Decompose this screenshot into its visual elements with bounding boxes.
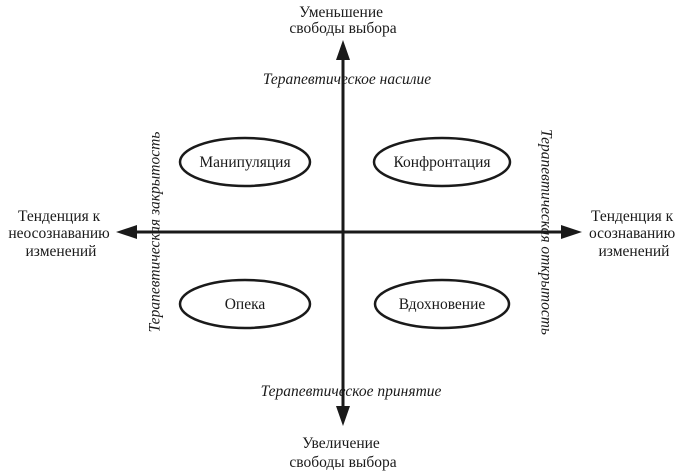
- left-axis-line-3: изменений: [26, 243, 97, 260]
- lower-dimension-label: Терапевтическое принятие: [261, 383, 442, 400]
- quadrant-top-left-ellipse: [178, 136, 312, 188]
- upper-dimension-label: Терапевтическое насилие: [263, 71, 431, 88]
- quadrant-bottom-right-label: Вдохновение: [399, 296, 486, 313]
- bottom-axis-line-2: свободы выбора: [289, 454, 396, 471]
- left-axis-line-1: Тенденция к: [18, 208, 101, 225]
- right-axis-line-3: изменений: [599, 243, 670, 260]
- quadrant-top-right: Конфронтация: [372, 136, 512, 188]
- arrow-up-icon: [336, 40, 350, 60]
- quadrant-bottom-left: Опека: [178, 278, 312, 330]
- bottom-axis-line-1: Увеличение: [302, 435, 380, 452]
- arrow-left-icon: [116, 225, 137, 239]
- left-dimension-label: Терапевтическая закрытость: [147, 132, 164, 333]
- bottom-axis-label: Увеличение свободы выбора: [289, 435, 396, 471]
- arrow-down-icon: [336, 406, 350, 426]
- left-axis-label: Тенденция к неосознаванию изменений: [8, 208, 113, 260]
- left-axis-line-2: неосознаванию: [8, 225, 109, 242]
- top-axis-line-1: Уменьшение: [299, 4, 383, 21]
- quadrant-top-left-label: Манипуляция: [199, 154, 290, 171]
- top-axis-line-2: свободы выбора: [289, 20, 396, 37]
- quadrant-bottom-left-ellipse: [178, 278, 312, 330]
- right-axis-line-1: Тенденция к: [591, 208, 674, 225]
- arrow-right-icon: [561, 225, 582, 239]
- quadrant-top-right-ellipse: [372, 136, 512, 188]
- top-axis-label: Уменьшение свободы выбора: [289, 4, 396, 37]
- quadrant-bottom-right: Вдохновение: [373, 278, 511, 330]
- right-dimension-label: Терапевтическая открытость: [537, 129, 554, 335]
- quadrant-bottom-left-label: Опека: [225, 296, 266, 313]
- quadrant-top-left: Манипуляция: [178, 136, 312, 188]
- right-axis-label: Тенденция к осознаванию изменений: [589, 208, 679, 260]
- quadrant-top-right-label: Конфронтация: [393, 154, 490, 171]
- right-axis-line-2: осознаванию: [589, 225, 675, 242]
- quadrant-bottom-right-ellipse: [373, 278, 511, 330]
